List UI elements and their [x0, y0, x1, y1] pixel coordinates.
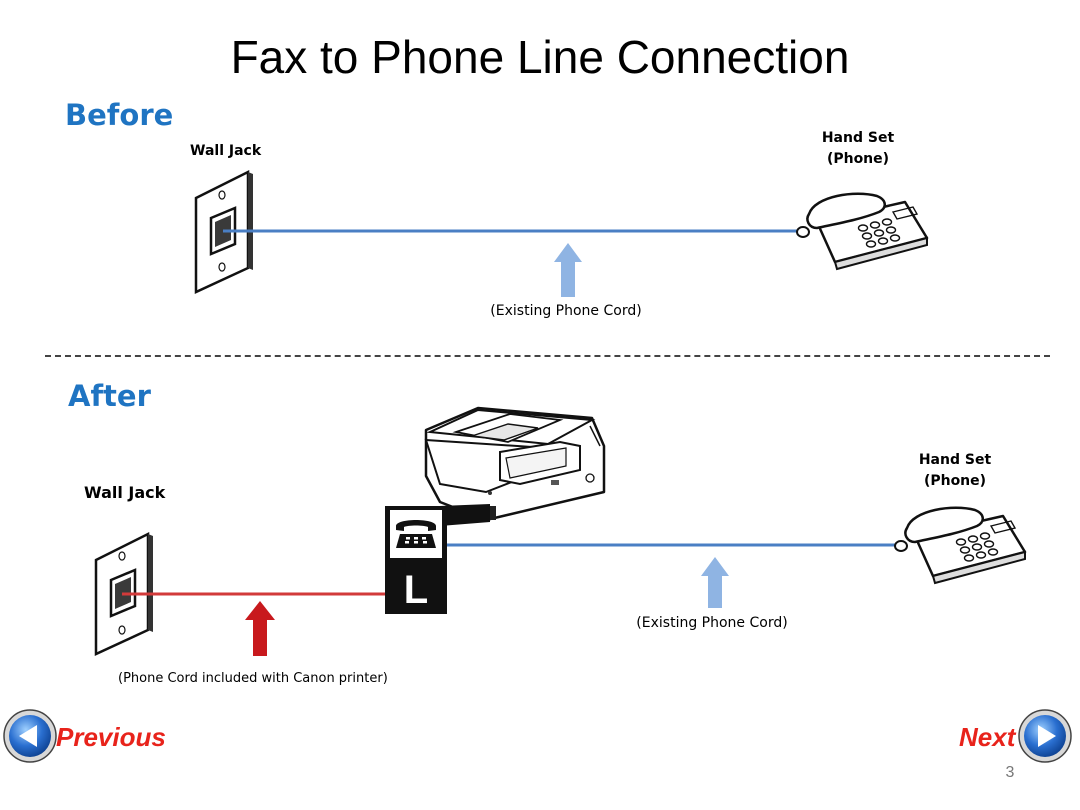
before-handset-label-line2: (Phone)	[826, 151, 890, 167]
after-cord-arrow-icon	[701, 557, 729, 608]
after-telephone-icon	[894, 506, 1027, 585]
next-label: Next	[959, 722, 1016, 752]
before-handset-label: Hand Set (Phone)	[798, 128, 918, 170]
before-cord-arrow-icon	[554, 243, 582, 297]
before-wall-jack-label: Wall Jack	[190, 143, 262, 159]
line-port-letter: L	[404, 568, 428, 612]
port-callout	[440, 504, 490, 526]
page-number: 3	[1005, 764, 1015, 781]
after-cord-label: (Existing Phone Cord)	[636, 615, 788, 631]
previous-button[interactable]: Previous	[2, 708, 182, 766]
external-device-port-icon	[396, 520, 436, 548]
section-divider	[45, 355, 1050, 357]
next-arrow-icon	[1018, 709, 1072, 763]
previous-label: Previous	[56, 722, 166, 752]
before-cord-label: (Existing Phone Cord)	[490, 303, 642, 319]
page-title: Fax to Phone Line Connection	[230, 31, 850, 83]
after-wall-jack-label: Wall Jack	[84, 483, 166, 502]
after-handset-label-line1: Hand Set	[918, 452, 992, 468]
before-heading: Before	[65, 98, 174, 132]
printer-icon	[424, 406, 606, 522]
previous-arrow-icon	[3, 709, 57, 763]
before-wall-jack-icon	[194, 169, 253, 294]
before-telephone-icon	[796, 192, 929, 271]
canon-cord-arrow-icon	[245, 601, 275, 656]
after-handset-label-line2: (Phone)	[923, 473, 987, 489]
before-handset-label-line1: Hand Set	[821, 130, 895, 146]
fax-port-panel: L	[385, 506, 447, 614]
after-handset-label: Hand Set (Phone)	[895, 450, 1015, 492]
canon-cord-label: (Phone Cord included with Canon printer)	[118, 671, 388, 686]
after-heading: After	[68, 379, 151, 413]
next-button[interactable]: Next	[955, 708, 1077, 766]
